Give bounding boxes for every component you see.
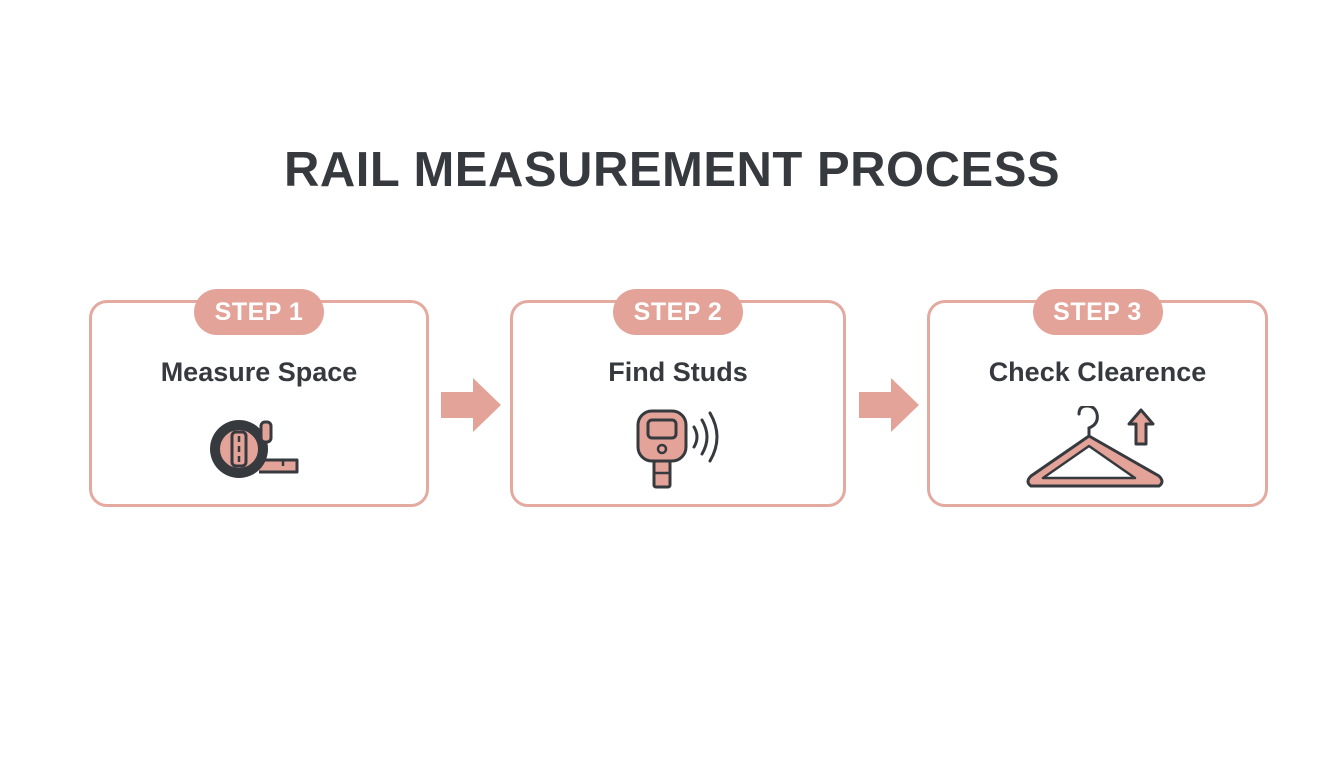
hanger-clearance-icon (1026, 406, 1163, 488)
page-title: RAIL MEASUREMENT PROCESS (283, 143, 1061, 197)
tape-measure-icon (210, 420, 299, 478)
step-card-1: STEP 1 Measure Space (89, 289, 429, 507)
step-card-3: STEP 3 Check Clearence (927, 289, 1268, 507)
stud-finder-icon (636, 409, 719, 489)
step-badge-3: STEP 3 (1032, 289, 1163, 335)
step-card-2: STEP 2 Find Studs (510, 289, 846, 507)
arrow-right-icon (441, 378, 501, 432)
step-label-3: Check Clearence (988, 357, 1207, 387)
step-badge-2: STEP 2 (613, 289, 743, 335)
arrow-right-icon (859, 378, 919, 432)
step-badge-1: STEP 1 (194, 289, 324, 335)
step-label-1: Measure Space (160, 357, 358, 387)
step-label-2: Find Studs (608, 357, 748, 387)
